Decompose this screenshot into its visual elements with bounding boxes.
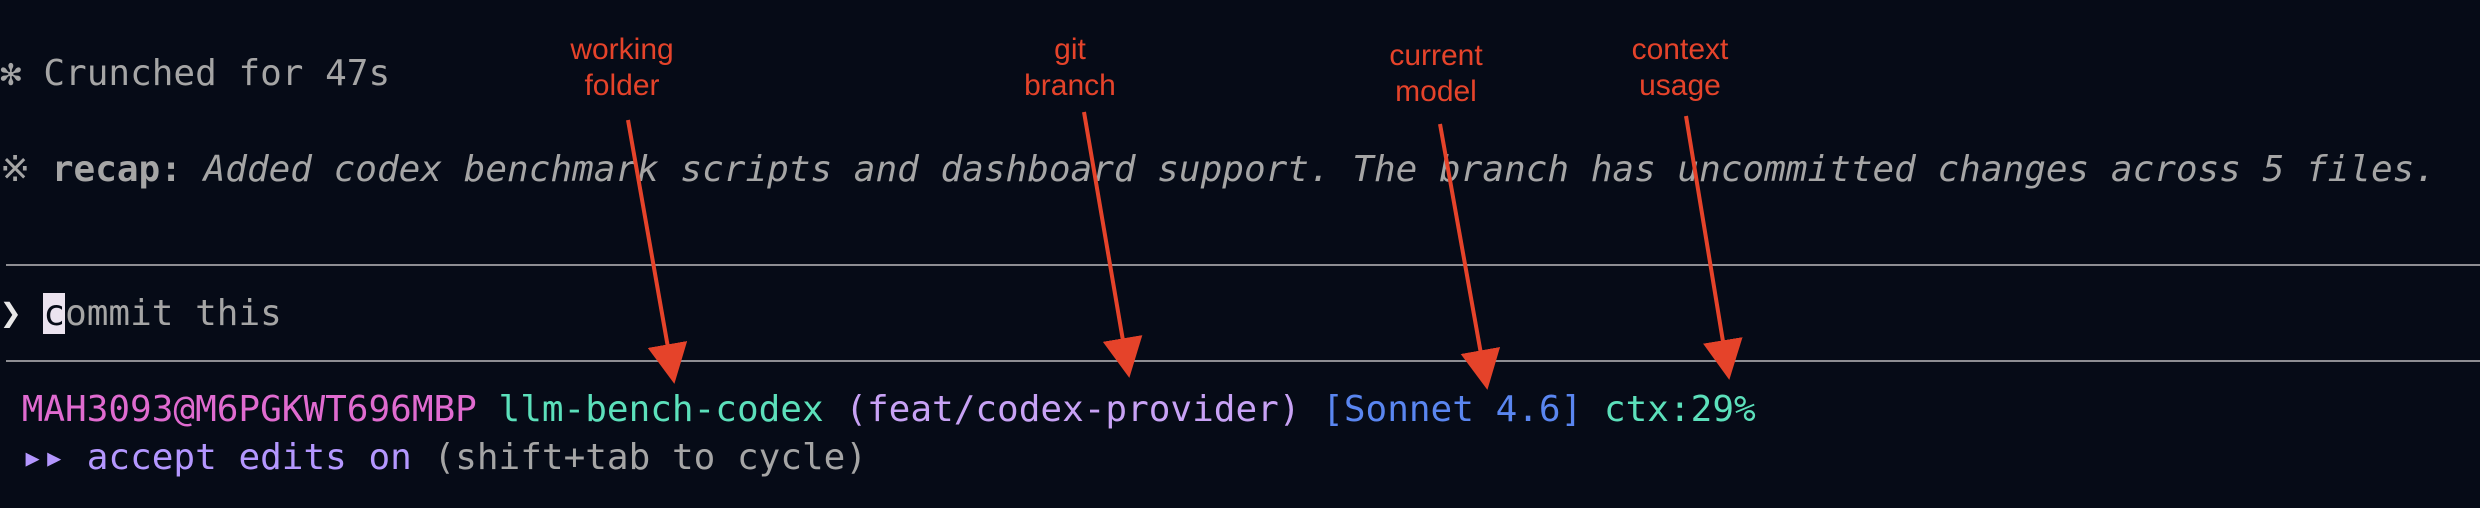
recap-icon: ※ bbox=[0, 149, 31, 190]
user-host: MAH3093@M6PGKWT696MBP bbox=[21, 389, 477, 430]
status-text: Crunched for 47s bbox=[43, 53, 391, 94]
mode-line: ▸▸ accept edits on (shift+tab to cycle) bbox=[0, 436, 867, 480]
mode-label[interactable]: accept edits on bbox=[86, 437, 412, 478]
input-text: ommit this bbox=[65, 293, 282, 334]
context-usage: ctx:29% bbox=[1603, 389, 1756, 430]
working-folder: llm-bench-codex bbox=[498, 389, 824, 430]
annotation-current-model: current model bbox=[1389, 39, 1483, 108]
spinner-icon: ✻ bbox=[0, 53, 22, 94]
status-line: ✻ Crunched for 47s bbox=[0, 52, 390, 96]
divider-top bbox=[6, 264, 2480, 266]
recap-text: Added codex benchmark scripts and dashbo… bbox=[203, 149, 2436, 190]
mode-hint: (shift+tab to cycle) bbox=[433, 437, 868, 478]
input-cursor: c bbox=[43, 293, 66, 334]
annotation-context-usage: context usage bbox=[1631, 33, 1729, 102]
annotation-git-branch: git branch bbox=[1024, 33, 1116, 102]
recap-label: recap: bbox=[51, 149, 182, 190]
statusline: MAH3093@M6PGKWT696MBP llm-bench-codex (f… bbox=[0, 388, 1756, 432]
recap-line: ※ recap: Added codex benchmark scripts a… bbox=[0, 148, 2436, 192]
annotation-working-folder: working folder bbox=[570, 33, 674, 102]
divider-bottom bbox=[6, 360, 2480, 362]
mode-arrows-icon: ▸▸ bbox=[21, 437, 66, 478]
current-model: [Sonnet 4.6] bbox=[1322, 389, 1583, 430]
git-branch: (feat/codex-provider) bbox=[845, 389, 1301, 430]
prompt-chevron-icon: ❯ bbox=[0, 293, 22, 334]
prompt-input[interactable]: ❯ commit this bbox=[0, 292, 282, 336]
